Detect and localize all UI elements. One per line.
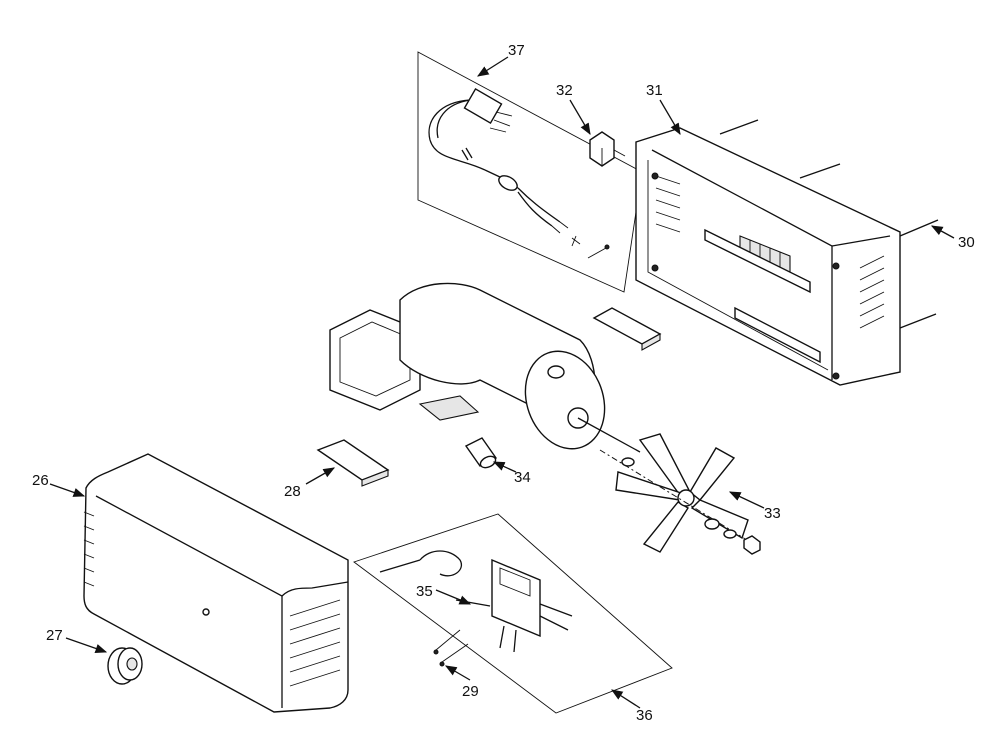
callout-26-label: 26 xyxy=(32,472,49,489)
callout-27: 27 xyxy=(46,627,108,653)
callout-29: 29 xyxy=(444,665,479,700)
circuit-board-kit-panel xyxy=(353,513,673,714)
callout-30-label: 30 xyxy=(958,234,975,251)
callout-31: 31 xyxy=(646,82,681,136)
callout-32: 32 xyxy=(556,82,591,136)
callout-29-label: 29 xyxy=(462,683,479,700)
foot-part xyxy=(107,647,143,685)
pad-part-upper xyxy=(592,307,662,351)
fan-part xyxy=(599,433,761,555)
callout-35-label: 35 xyxy=(416,583,433,600)
callout-31-label: 31 xyxy=(646,82,663,99)
callout-35: 35 xyxy=(416,583,472,605)
callout-32-label: 32 xyxy=(556,82,573,99)
callout-34-label: 34 xyxy=(514,469,531,486)
callout-27-label: 27 xyxy=(46,627,63,644)
callout-34: 34 xyxy=(492,461,531,486)
callout-37-label: 37 xyxy=(508,42,525,59)
switch-part xyxy=(589,131,626,167)
power-cord-kit-panel xyxy=(417,51,643,293)
front-cover-part xyxy=(83,453,349,713)
callout-28: 28 xyxy=(284,467,336,500)
capacitor-part xyxy=(464,437,498,469)
pad-part-28 xyxy=(316,439,390,487)
callout-37: 37 xyxy=(477,42,525,77)
motor-assembly xyxy=(329,282,641,453)
callout-33-label: 33 xyxy=(764,505,781,522)
callout-30: 30 xyxy=(930,225,975,251)
callout-36: 36 xyxy=(611,689,653,724)
callout-33: 33 xyxy=(728,491,781,522)
rear-housing-part xyxy=(635,119,939,386)
callout-28-label: 28 xyxy=(284,483,301,500)
callout-26: 26 xyxy=(32,472,86,497)
callout-36-label: 36 xyxy=(636,707,653,724)
